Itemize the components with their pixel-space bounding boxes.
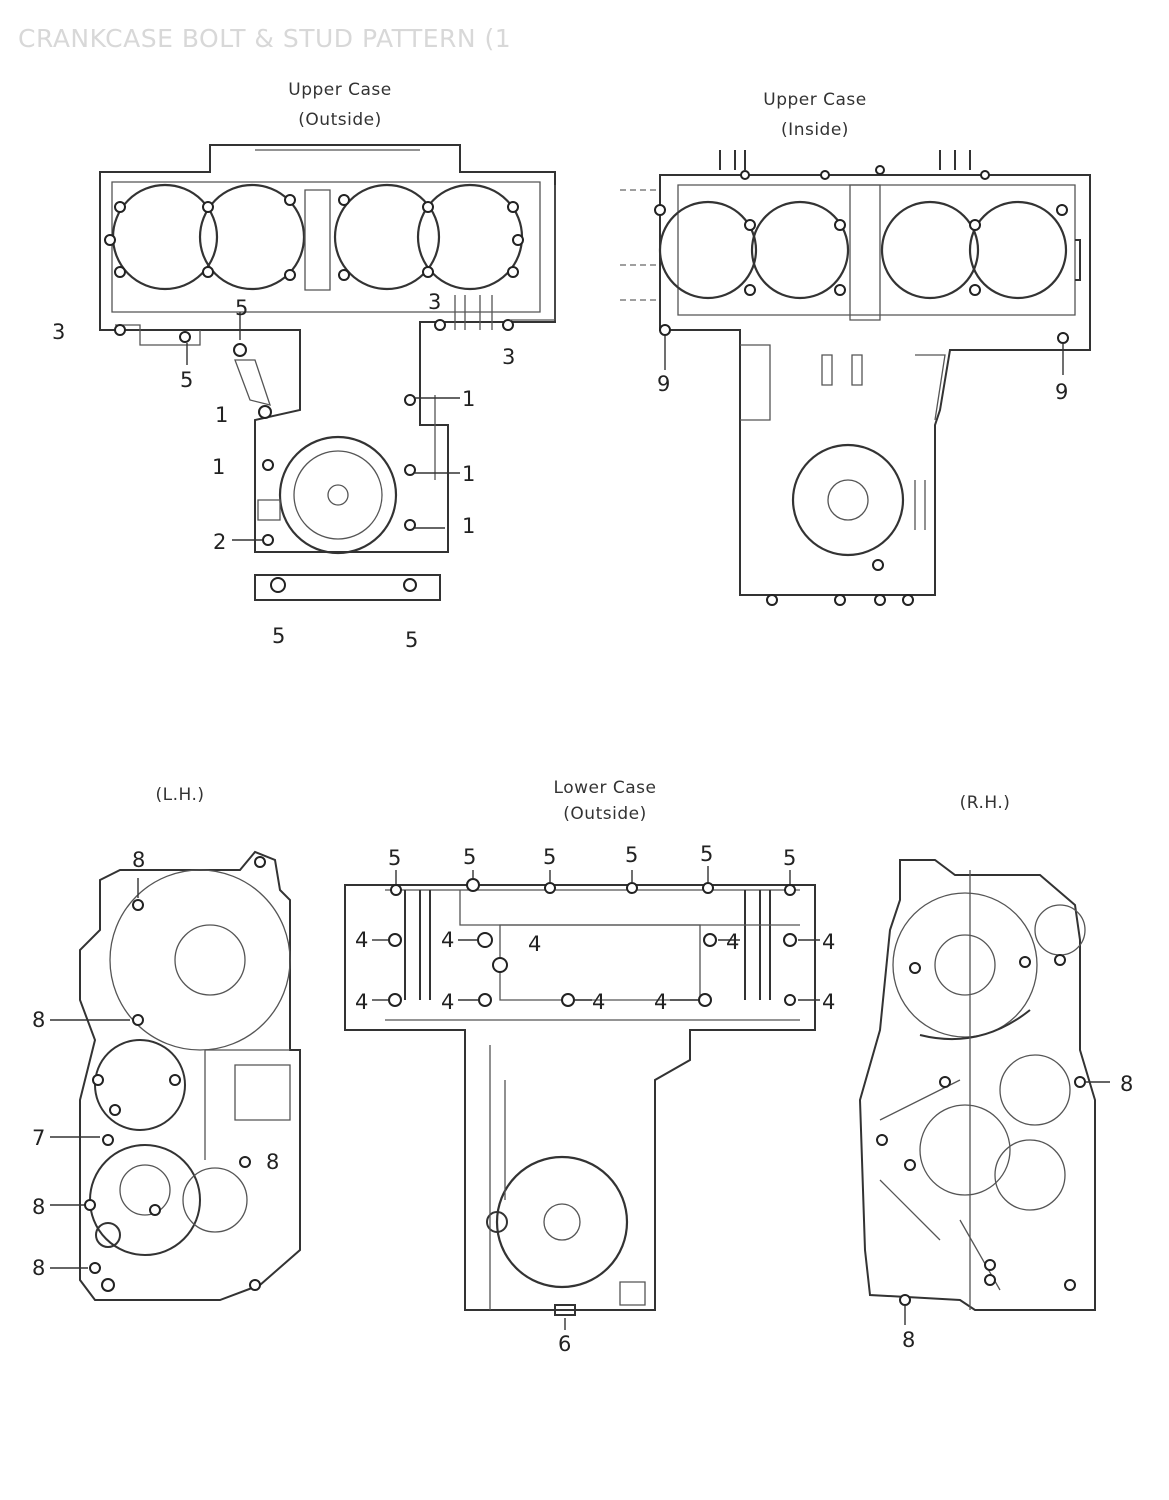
upper-case-inside-label: Upper Case (Inside)	[745, 90, 885, 140]
callout-lh-8-upper-left: 8	[32, 1008, 46, 1032]
lower-outside-bolts	[388, 878, 797, 1007]
callout-lower-4-a: 4	[355, 928, 369, 952]
callout-lower-5-a: 5	[388, 846, 402, 870]
callout-upper-outside-5-bottom-left: 5	[272, 624, 286, 648]
upper-case-inside-label-line2: (Inside)	[781, 120, 849, 140]
callout-upper-outside-5-top: 5	[235, 296, 249, 320]
lh-side-drawing	[50, 850, 301, 1301]
callout-upper-outside-1-right-middle: 1	[462, 462, 476, 486]
callout-upper-inside-9-right: 9	[1055, 380, 1069, 404]
callout-lower-4-d: 4	[726, 930, 740, 954]
lower-case-outside-drawing	[344, 866, 820, 1330]
callout-lower-6: 6	[558, 1332, 572, 1356]
page-title: CRANKCASE BOLT & STUD PATTERN (1	[18, 24, 512, 53]
lower-case-outside-label: Lower Case (Outside)	[535, 778, 675, 824]
callout-lower-4-g: 4	[441, 990, 455, 1014]
callout-rh-8-right: 8	[1120, 1072, 1134, 1096]
callout-lh-8-top: 8	[132, 848, 146, 872]
callout-lower-5-d: 5	[625, 843, 639, 867]
lower-case-outside-label-line2: (Outside)	[563, 804, 647, 824]
upper-case-outside-drawing	[99, 144, 556, 601]
callout-lh-7: 7	[32, 1126, 46, 1150]
callout-upper-outside-5-bottom-right: 5	[405, 628, 419, 652]
rh-label: (R.H.)	[959, 793, 1011, 813]
lower-case-outside-label-line1: Lower Case	[553, 778, 657, 798]
callout-lower-5-e: 5	[700, 842, 714, 866]
callout-lower-5-f: 5	[783, 846, 797, 870]
callout-lh-8-lower-left: 8	[32, 1195, 46, 1219]
callout-lower-4-b: 4	[441, 928, 455, 952]
callout-upper-outside-1-left-middle: 1	[212, 455, 226, 479]
callout-upper-outside-5-left: 5	[180, 368, 194, 392]
callout-lower-4-i: 4	[654, 990, 668, 1014]
callout-lh-8-bottom-left: 8	[32, 1256, 46, 1280]
callout-upper-outside-1-left-upper: 1	[215, 403, 229, 427]
callout-upper-inside-9-left: 9	[657, 372, 671, 396]
callout-upper-outside-2: 2	[213, 530, 227, 554]
callout-lower-4-h: 4	[592, 990, 606, 1014]
rh-side-drawing	[858, 859, 1110, 1325]
callout-lh-8-middle-right: 8	[266, 1150, 280, 1174]
callout-upper-outside-3-right-bottom: 3	[502, 345, 516, 369]
upper-case-outside-label: Upper Case (Outside)	[270, 80, 410, 130]
callout-lower-4-c: 4	[528, 932, 542, 956]
upper-case-inside-label-line1: Upper Case	[763, 90, 867, 110]
upper-outside-bolts	[104, 194, 524, 281]
callout-lower-5-b: 5	[463, 845, 477, 869]
upper-case-outside-label-line2: (Outside)	[298, 110, 382, 130]
callout-upper-outside-3-right-top: 3	[428, 290, 442, 314]
callout-upper-outside-3-left: 3	[52, 320, 66, 344]
lh-label: (L.H.)	[155, 785, 205, 805]
callout-upper-outside-1-right-upper: 1	[462, 387, 476, 411]
callout-lower-5-c: 5	[543, 845, 557, 869]
upper-inside-bolts	[654, 165, 1069, 344]
callout-lower-4-e: 4	[822, 930, 836, 954]
callout-upper-outside-1-right-lower: 1	[462, 514, 476, 538]
callout-lower-4-f: 4	[355, 990, 369, 1014]
upper-case-outside-label-line1: Upper Case	[288, 80, 392, 100]
callout-rh-8-bottom: 8	[902, 1328, 916, 1352]
callout-lower-4-j: 4	[822, 990, 836, 1014]
upper-case-inside-drawing	[620, 150, 1091, 606]
